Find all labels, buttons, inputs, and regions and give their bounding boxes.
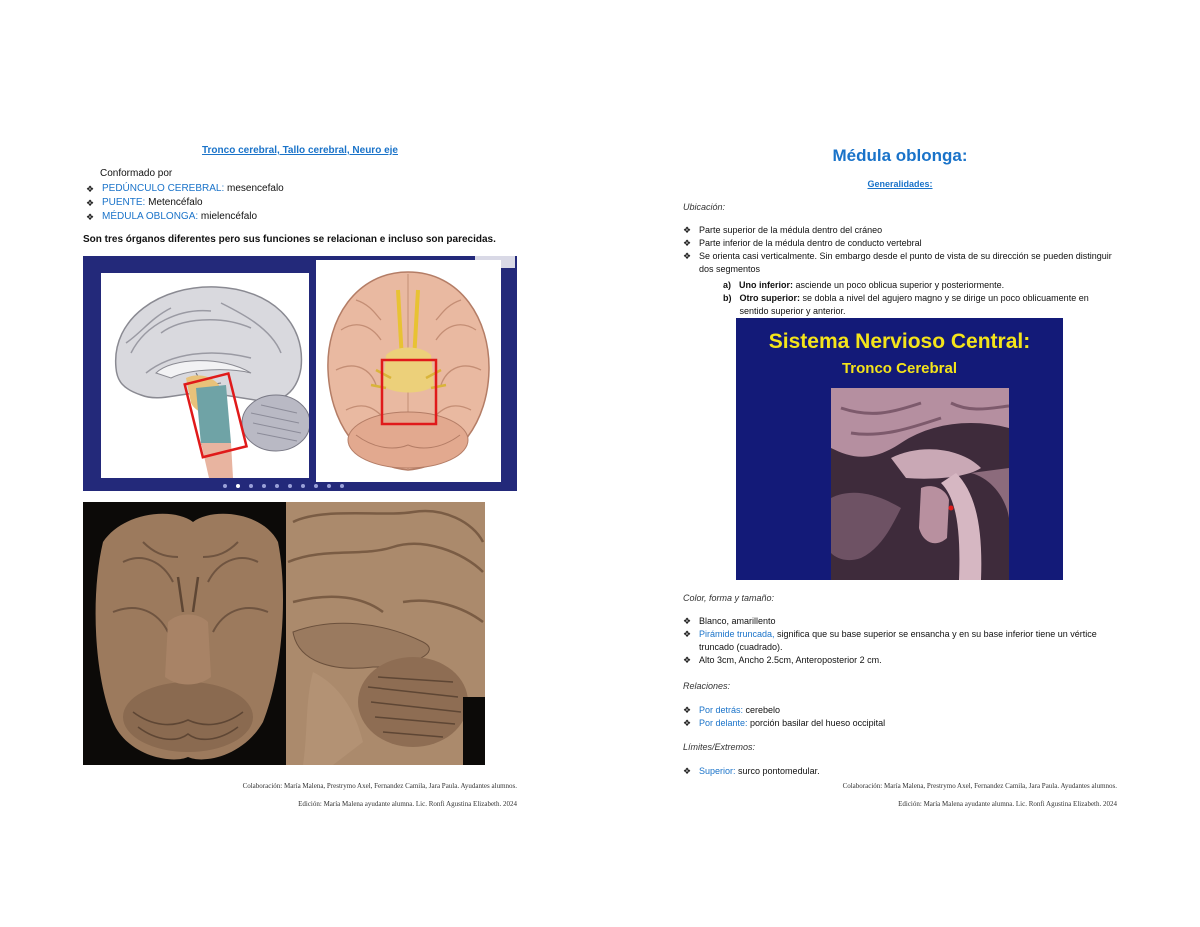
sagittal-section-photo bbox=[831, 388, 1009, 580]
list-item: b)Otro superior: se dobla a nivel del ag… bbox=[723, 293, 1089, 316]
relaciones-heading: Relaciones: bbox=[683, 681, 731, 691]
diamond-bullet-icon: ❖ bbox=[86, 212, 95, 222]
diamond-bullet-icon: ❖ bbox=[683, 225, 692, 235]
footer-credits: Colaboración: María Malena, Prestrymo Ax… bbox=[842, 782, 1117, 790]
list-item: ❖Parte superior de la médula dentro del … bbox=[683, 225, 883, 235]
brain-diagram-figure bbox=[83, 256, 517, 491]
intro-text: Conformado por bbox=[100, 168, 173, 179]
sagittal-brain-illustration bbox=[101, 273, 309, 478]
diamond-bullet-icon: ❖ bbox=[683, 616, 692, 626]
list-item: ❖Parte inferior de la médula dentro de c… bbox=[683, 238, 922, 248]
right-page: Médula oblonga: Generalidades: bbox=[600, 0, 1200, 927]
list-item: ❖Por detrás: cerebelo bbox=[683, 705, 781, 715]
diamond-bullet-icon: ❖ bbox=[683, 705, 692, 715]
slide-subtitle: Tronco Cerebral bbox=[841, 360, 958, 377]
diamond-bullet-icon: ❖ bbox=[683, 251, 692, 261]
footer-credits: Colaboración: María Malena, Prestrymo Ax… bbox=[242, 782, 517, 790]
footer-edition: Edición: María Malena ayudante alumna. L… bbox=[298, 800, 517, 808]
limites-list: ❖Superior: surco pontomedular. bbox=[683, 765, 1117, 778]
diamond-bullet-icon: ❖ bbox=[683, 238, 692, 248]
relaciones-list: ❖Por detrás: cerebelo ❖Por delante: porc… bbox=[683, 704, 1117, 730]
section-subtitle: Generalidades: bbox=[867, 179, 933, 189]
left-page-title: Tronco cerebral, Tallo cerebral, Neuro e… bbox=[201, 145, 398, 156]
list-item: ❖Superior: surco pontomedular. bbox=[683, 766, 820, 776]
slide-title: Sistema Nervioso Central: bbox=[768, 330, 1031, 353]
segments-list: a)Uno inferior: asciende un poco oblicua… bbox=[723, 279, 1118, 318]
limites-heading: Límites/Extremos: bbox=[683, 742, 756, 752]
list-item: ❖Se orienta casi verticalmente. Sin emba… bbox=[683, 251, 1112, 274]
diamond-bullet-icon: ❖ bbox=[683, 718, 692, 728]
color-list: ❖Blanco, amarillento ❖Pirámide truncada,… bbox=[683, 615, 1117, 667]
color-heading: Color, forma y tamaño: bbox=[683, 593, 775, 603]
brain-dissection-photo bbox=[83, 502, 485, 765]
list-item: ❖Por delante: porción basilar del hueso … bbox=[683, 718, 886, 728]
summary-statement: Son tres órganos diferentes pero sus fun… bbox=[83, 234, 496, 245]
components-list: ❖PEDÚNCULO CEREBRAL: mesencefalo ❖PUENTE… bbox=[86, 182, 284, 224]
diamond-bullet-icon: ❖ bbox=[683, 766, 692, 776]
footer-edition: Edición: María Malena ayudante alumna. L… bbox=[898, 800, 1117, 808]
right-page-title: Médula oblonga: bbox=[832, 146, 968, 165]
list-item: ❖PEDÚNCULO CEREBRAL: mesencefalo bbox=[86, 183, 284, 194]
list-item: ❖PUENTE: Metencéfalo bbox=[86, 197, 203, 208]
slide-pagination-dots bbox=[223, 484, 344, 488]
diamond-bullet-icon: ❖ bbox=[86, 198, 95, 208]
diamond-bullet-icon: ❖ bbox=[683, 629, 692, 639]
left-page: Tronco cerebral, Tallo cerebral, Neuro e… bbox=[83, 145, 517, 808]
list-item: ❖MÉDULA OBLONGA: mielencéfalo bbox=[86, 211, 258, 222]
brainstem-slide-figure: Sistema Nervioso Central: Tronco Cerebra… bbox=[736, 318, 1063, 580]
list-item: ❖Pirámide truncada, significa que su bas… bbox=[683, 629, 1097, 652]
inferior-brain-illustration bbox=[316, 260, 501, 482]
ubicacion-list: ❖Parte superior de la médula dentro del … bbox=[683, 224, 1117, 276]
list-item: ❖Alto 3cm, Ancho 2.5cm, Anteroposterior … bbox=[683, 655, 882, 665]
list-item: ❖Blanco, amarillento bbox=[683, 616, 776, 626]
ubicacion-heading: Ubicación: bbox=[683, 202, 726, 212]
list-item: a)Uno inferior: asciende un poco oblicua… bbox=[723, 280, 1005, 290]
diamond-bullet-icon: ❖ bbox=[86, 184, 95, 194]
diamond-bullet-icon: ❖ bbox=[683, 655, 692, 665]
